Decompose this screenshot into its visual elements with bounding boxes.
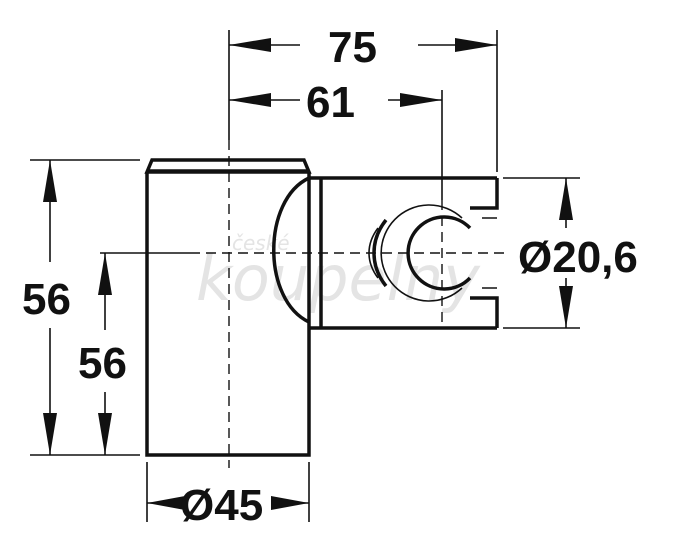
- dimension-d20-6: Ø20,6: [518, 178, 638, 328]
- dimension-56-total-label: 56: [22, 275, 71, 324]
- watermark-large: koupelny: [196, 242, 481, 315]
- watermark-small: české: [232, 231, 290, 255]
- holder-arm: [309, 176, 499, 330]
- dimension-d45-label: Ø45: [180, 481, 263, 530]
- dimension-d20-6-label: Ø20,6: [518, 233, 638, 282]
- dimension-56-axis-label: 56: [78, 339, 127, 388]
- dimension-75-label: 75: [328, 23, 377, 72]
- dimension-56-axis: 56: [78, 253, 127, 455]
- dimension-61-label: 61: [306, 78, 355, 127]
- dimension-56-total: 56: [22, 160, 71, 455]
- dimension-61: 61: [229, 78, 442, 127]
- base-cylinder: [144, 158, 312, 457]
- dimension-75: 75: [229, 23, 497, 72]
- saddle-curve: [272, 176, 310, 324]
- dimension-d45: Ø45: [147, 481, 309, 530]
